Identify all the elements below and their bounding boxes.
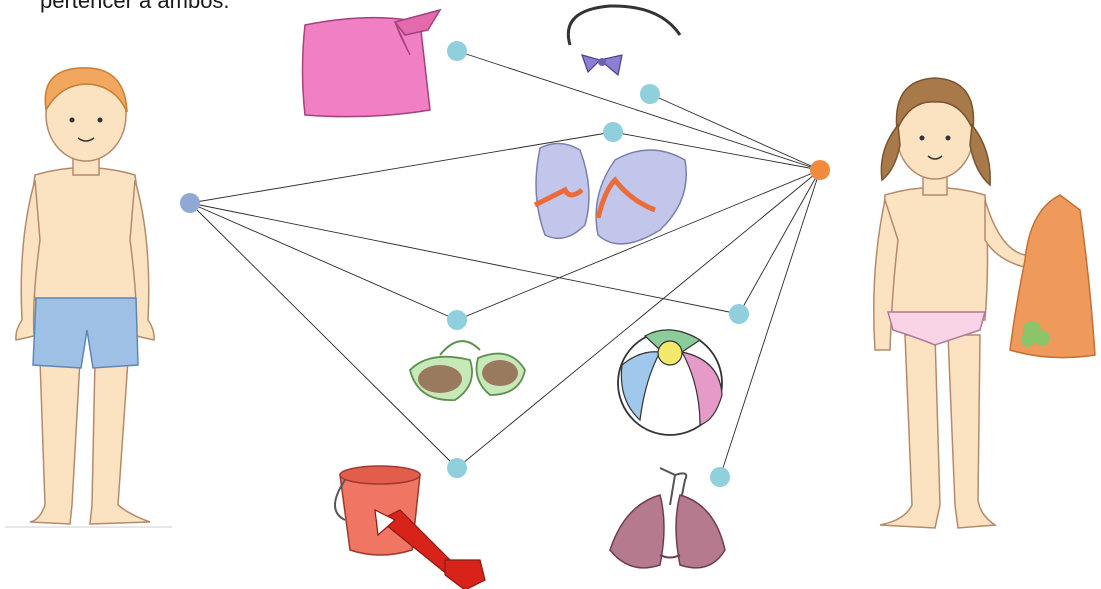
bow-headband-icon bbox=[568, 6, 680, 75]
connection-line-girl-bikini-top bbox=[720, 170, 820, 477]
connection-line-girl-beach-ball bbox=[739, 170, 820, 314]
pink-sarong-icon bbox=[303, 10, 441, 117]
dot-flip-flops[interactable] bbox=[603, 122, 623, 142]
connection-line-boy-sunglasses bbox=[190, 203, 457, 320]
connection-dots bbox=[180, 41, 830, 487]
bucket-and-shovel-icon bbox=[335, 466, 485, 589]
girl-figure-icon bbox=[874, 78, 1095, 528]
dot-boy[interactable] bbox=[180, 193, 200, 213]
boy-figure-icon bbox=[5, 68, 172, 527]
dot-sarong[interactable] bbox=[447, 41, 467, 61]
bikini-top-icon bbox=[610, 468, 725, 568]
dot-headband[interactable] bbox=[640, 84, 660, 104]
connection-line-boy-bucket-shovel bbox=[190, 203, 457, 468]
sunglasses-icon bbox=[410, 341, 525, 400]
flip-flops-icon bbox=[535, 143, 686, 243]
beach-ball-icon bbox=[618, 330, 722, 435]
dot-beach-ball[interactable] bbox=[729, 304, 749, 324]
connection-lines bbox=[190, 51, 820, 477]
dot-girl[interactable] bbox=[810, 160, 830, 180]
dot-bikini-top[interactable] bbox=[710, 467, 730, 487]
dot-sunglasses[interactable] bbox=[447, 310, 467, 330]
dot-bucket-shovel[interactable] bbox=[447, 458, 467, 478]
